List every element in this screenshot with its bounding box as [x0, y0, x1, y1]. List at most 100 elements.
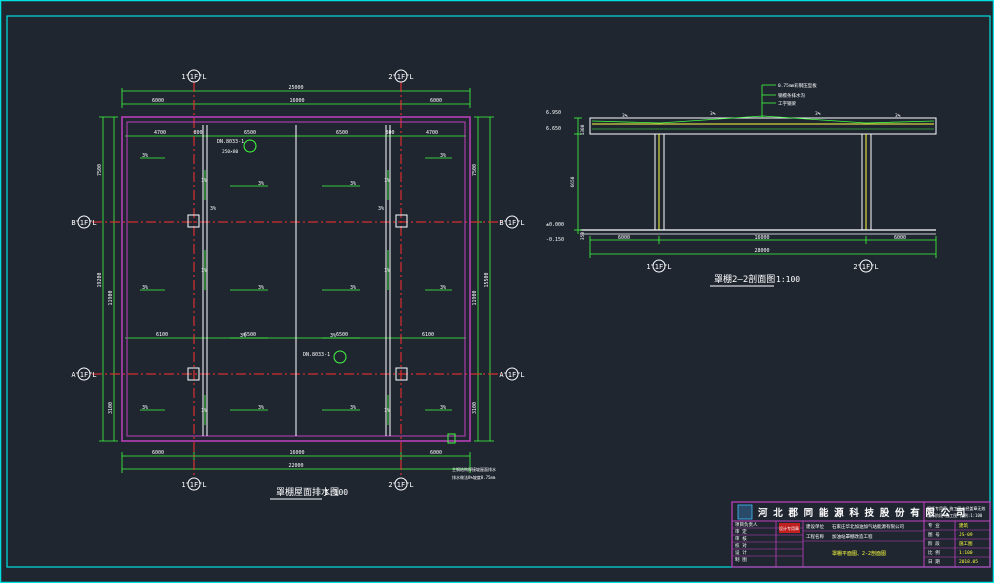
- dim-inner-2: 800: [193, 130, 202, 136]
- roof-edge-outline: [121, 116, 471, 442]
- section-slope: 3%: [895, 113, 901, 119]
- slope-small: 1%: [201, 178, 207, 184]
- dim-right-1: 7500: [472, 164, 478, 176]
- slope-label: 3%: [258, 285, 264, 291]
- slope-label: 3%: [142, 405, 148, 411]
- tb-field-label: 阶 段: [928, 540, 940, 547]
- dim-inner-5: 800: [385, 130, 394, 136]
- company-name: 河 北 郡 同 能 源 科 技 股 份 有 限 公 司: [758, 507, 965, 519]
- project-value: 石家庄华北加油加气站能源有限公司: [832, 523, 904, 530]
- canopy-section-2-2: 1"1F"L 2"1F"L 0.75mm彩钢压型板 钢檩条排水沟 工字钢梁 6.…: [546, 82, 937, 287]
- section-scale: 1:100: [776, 275, 800, 284]
- roof-drain-icon: [243, 139, 257, 153]
- project-label-2: 工程名称: [806, 533, 824, 540]
- section-note-2: 钢檩条排水沟: [778, 92, 805, 99]
- dim-bottom-1: 6000: [152, 450, 164, 456]
- dim-right-3: 11900: [472, 290, 478, 305]
- slope-label: 3%: [350, 405, 356, 411]
- dim-left-1: 7500: [97, 164, 103, 176]
- right-note-1: 图纸专用章 施工图未经盖章无效: [927, 505, 985, 511]
- dim-mid-4: 6100: [422, 332, 434, 338]
- dim-inner-4: 6500: [336, 130, 348, 136]
- slope-label: 3%: [350, 181, 356, 187]
- section-dim-2: 16000: [754, 235, 769, 241]
- dim-left-3: 11900: [108, 290, 114, 305]
- tb-field-value: 施工图: [959, 540, 973, 547]
- slope-label: 3%: [142, 285, 148, 291]
- dim-top-2: 16000: [289, 98, 304, 104]
- tb-row-label: 设 计: [735, 549, 747, 556]
- tb-row-label: 校 对: [735, 542, 747, 549]
- dim-bottom-2: 16000: [289, 450, 304, 456]
- tb-field-value: 2018.05: [959, 559, 978, 565]
- dim-top-3: 6000: [430, 98, 442, 104]
- dim-bottom-total: 22000: [288, 463, 303, 469]
- axis-label-bottom-1: 1"1F"L: [181, 481, 206, 489]
- axis-label-left-b: B"1F"L: [71, 219, 96, 227]
- roof-drain-icon: [333, 350, 347, 364]
- elev-label: 6.950: [546, 110, 561, 116]
- tb-field-value: JS-09: [959, 532, 973, 538]
- tb-field-label: 日 期: [928, 559, 940, 565]
- tb-row-label: 审 定: [735, 528, 747, 535]
- dim-left-2: 19200: [97, 272, 103, 287]
- dim-right-2: 15500: [484, 272, 490, 287]
- tb-field-label: 比 例: [928, 549, 940, 556]
- height-label: 1300: [580, 124, 586, 135]
- height-label: 350: [580, 232, 586, 240]
- corner-note-1: 主钢结构焊接坡屋面排水: [452, 466, 496, 472]
- slope-label: 3%: [378, 206, 384, 212]
- dim-mid-3: 6500: [336, 332, 348, 338]
- slope-label: 3%: [440, 153, 446, 159]
- tb-field-label: 图 号: [928, 532, 940, 538]
- slope-label: 3%: [350, 285, 356, 291]
- axis-label-left-a: A"1F"L: [71, 371, 96, 379]
- right-note-2: 设计阶段:施工图 比例:1:100: [927, 512, 983, 518]
- section-axis-2: 2"1F"L: [853, 263, 878, 271]
- height-label: 6650: [570, 176, 576, 187]
- section-axis-1: 1"1F"L: [646, 263, 671, 271]
- dim-mid-1: 6100: [156, 332, 168, 338]
- elev-label: ±0.000: [546, 222, 564, 228]
- dim-top-1: 6000: [152, 98, 164, 104]
- title-block: 河 北 郡 同 能 源 科 技 股 份 有 限 公 司 图纸专用章 施工图未经盖…: [731, 501, 991, 568]
- slope-small: 1%: [384, 408, 390, 414]
- slope-small: 1%: [201, 268, 207, 274]
- slope-label: 3%: [240, 333, 246, 339]
- tb-field-label: 专 业: [928, 522, 940, 529]
- tb-row-label: 项目负责人: [735, 521, 758, 528]
- axis-label-bottom-2: 2"1F"L: [388, 481, 413, 489]
- roof-drainage-plan: 1"1F"L 2"1F"L 1"1F"L 2"1F"L B"1F"L A"1F"…: [71, 69, 525, 500]
- dim-top-total: 25000: [288, 85, 303, 91]
- slope-small: 1%: [384, 178, 390, 184]
- dim-right-4: 3100: [472, 402, 478, 414]
- design-stamp: [779, 523, 800, 533]
- elev-label: 6.650: [546, 126, 561, 132]
- project-label: 建设单位: [806, 523, 824, 530]
- corner-note-2: 排水做法8%坡度0.75mm: [452, 474, 496, 480]
- slope-small: 1%: [384, 268, 390, 274]
- plan-title: 罩棚屋面排水图: [276, 486, 339, 498]
- section-note-1: 0.75mm彩钢压型板: [778, 82, 817, 89]
- project-value-2: 加油站罩棚改造工程: [832, 533, 873, 540]
- drain-note-center: DN.8033-1: [303, 352, 330, 358]
- slope-label: 3%: [440, 405, 446, 411]
- section-title: 罩棚2—2剖面图: [714, 273, 775, 285]
- tb-field-value: 建筑: [959, 522, 968, 529]
- slope-label: 3%: [142, 153, 148, 159]
- dim-bottom-3: 6000: [430, 450, 442, 456]
- axis-label-top-1: 1"1F"L: [181, 73, 206, 81]
- slope-label: 3%: [258, 181, 264, 187]
- downpipe-icon: [447, 433, 456, 444]
- section-note-3: 工字钢梁: [778, 100, 796, 107]
- section-slope: 3%: [710, 111, 716, 117]
- elev-label: -0.150: [546, 237, 564, 243]
- drain-note-top-sub: 250×80: [222, 149, 239, 155]
- slope-label: 3%: [210, 206, 216, 212]
- sheet-inner-border: [6, 15, 991, 568]
- drain-note-top: DN.8033-1: [217, 139, 244, 145]
- dim-inner-3: 6500: [244, 130, 256, 136]
- tb-row-label: 制 图: [735, 556, 747, 563]
- tb-field-value: 1:100: [959, 550, 973, 556]
